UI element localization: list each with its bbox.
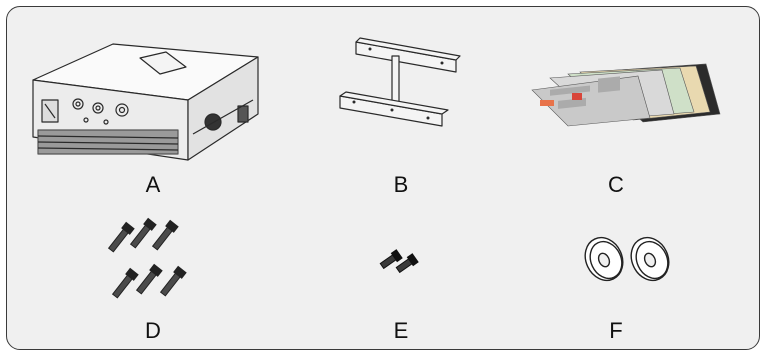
washers-icon bbox=[584, 236, 670, 282]
item-label-b: B bbox=[393, 172, 409, 197]
item-label-a: A bbox=[145, 172, 161, 197]
screws-icon bbox=[379, 249, 419, 274]
item-label-d: D bbox=[145, 318, 161, 343]
item-label-f: F bbox=[609, 318, 623, 343]
item-label-c: C bbox=[608, 172, 624, 197]
bolts-icon bbox=[107, 217, 187, 299]
mounting-bracket-icon bbox=[339, 37, 461, 127]
item-label-e: E bbox=[393, 318, 409, 343]
inverter-icon bbox=[32, 43, 259, 161]
documents-icon bbox=[531, 63, 721, 127]
